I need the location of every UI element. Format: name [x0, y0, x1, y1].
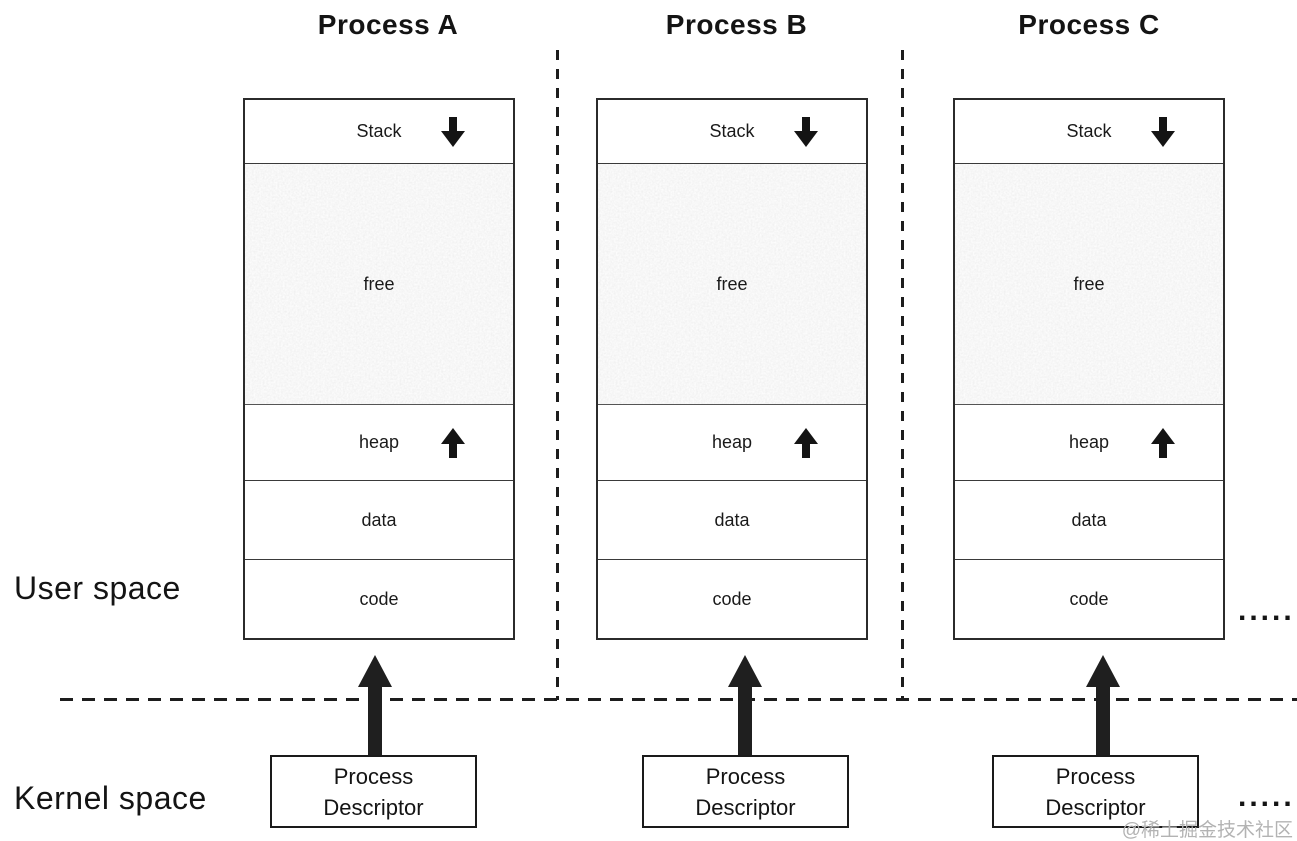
stack-down-arrow-icon — [1151, 116, 1175, 147]
code-label: code — [1069, 588, 1109, 609]
column-separator-ab — [556, 50, 559, 700]
user-space-label: User space — [14, 570, 181, 606]
free-label: free — [716, 273, 748, 294]
code-section: code — [598, 560, 866, 638]
code-label: code — [359, 588, 399, 609]
data-section: data — [955, 481, 1223, 560]
heap-section: heap — [245, 405, 513, 481]
free-texture — [598, 164, 866, 404]
memory-box-process-b: Stack free heap data code — [596, 98, 868, 640]
heap-up-arrow-icon — [1151, 427, 1175, 458]
code-label: code — [712, 588, 752, 609]
free-section: free — [955, 164, 1223, 405]
heap-label: heap — [358, 432, 400, 452]
stack-label: Stack — [356, 121, 402, 141]
code-section: code — [955, 560, 1223, 638]
column-separator-bc — [901, 50, 904, 700]
process-a-title: Process A — [317, 9, 459, 40]
descriptor-arrow-a-icon — [358, 655, 392, 755]
free-label: free — [363, 273, 395, 294]
stack-section: Stack — [598, 100, 866, 164]
kernel-space-label: Kernel space — [14, 780, 207, 816]
process-descriptor-box-c: Process Descriptor — [992, 755, 1199, 828]
free-section: free — [245, 164, 513, 405]
heap-section: heap — [598, 405, 866, 481]
memory-box-process-a: Stack free heap data code — [243, 98, 515, 640]
free-texture — [955, 164, 1223, 404]
heap-up-arrow-icon — [794, 427, 818, 458]
descriptor-line-1: Process — [705, 763, 786, 789]
more-processes-ellipsis: ..... — [1238, 594, 1295, 627]
process-b-title: Process B — [665, 9, 808, 40]
descriptor-arrow-c-icon — [1086, 655, 1120, 755]
process-descriptor-box-a: Process Descriptor — [270, 755, 477, 828]
free-section: free — [598, 164, 866, 405]
descriptor-line-2: Descriptor — [1045, 794, 1146, 820]
user-kernel-boundary-line — [60, 698, 1297, 701]
stack-section: Stack — [955, 100, 1223, 164]
descriptor-line-1: Process — [333, 763, 414, 789]
more-descriptors-ellipsis: ..... — [1238, 780, 1295, 813]
data-label: data — [714, 509, 750, 530]
heap-label: heap — [1068, 432, 1110, 452]
data-section: data — [245, 481, 513, 560]
free-label: free — [1073, 273, 1105, 294]
data-label: data — [1071, 509, 1107, 530]
data-section: data — [598, 481, 866, 560]
process-descriptor-box-b: Process Descriptor — [642, 755, 849, 828]
watermark-text: @稀土掘金技术社区 — [1121, 820, 1293, 841]
descriptor-arrow-b-icon — [728, 655, 762, 755]
descriptor-line-2: Descriptor — [323, 794, 424, 820]
heap-label: heap — [711, 432, 753, 452]
heap-section: heap — [955, 405, 1223, 481]
memory-box-process-c: Stack free heap data code — [953, 98, 1225, 640]
free-texture — [245, 164, 513, 404]
stack-label: Stack — [709, 121, 755, 141]
stack-section: Stack — [245, 100, 513, 164]
stack-down-arrow-icon — [441, 116, 465, 147]
process-c-title: Process C — [1018, 9, 1160, 40]
stack-label: Stack — [1066, 121, 1112, 141]
data-label: data — [361, 509, 397, 530]
descriptor-line-1: Process — [1055, 763, 1136, 789]
descriptor-line-2: Descriptor — [695, 794, 796, 820]
code-section: code — [245, 560, 513, 638]
heap-up-arrow-icon — [441, 427, 465, 458]
stack-down-arrow-icon — [794, 116, 818, 147]
